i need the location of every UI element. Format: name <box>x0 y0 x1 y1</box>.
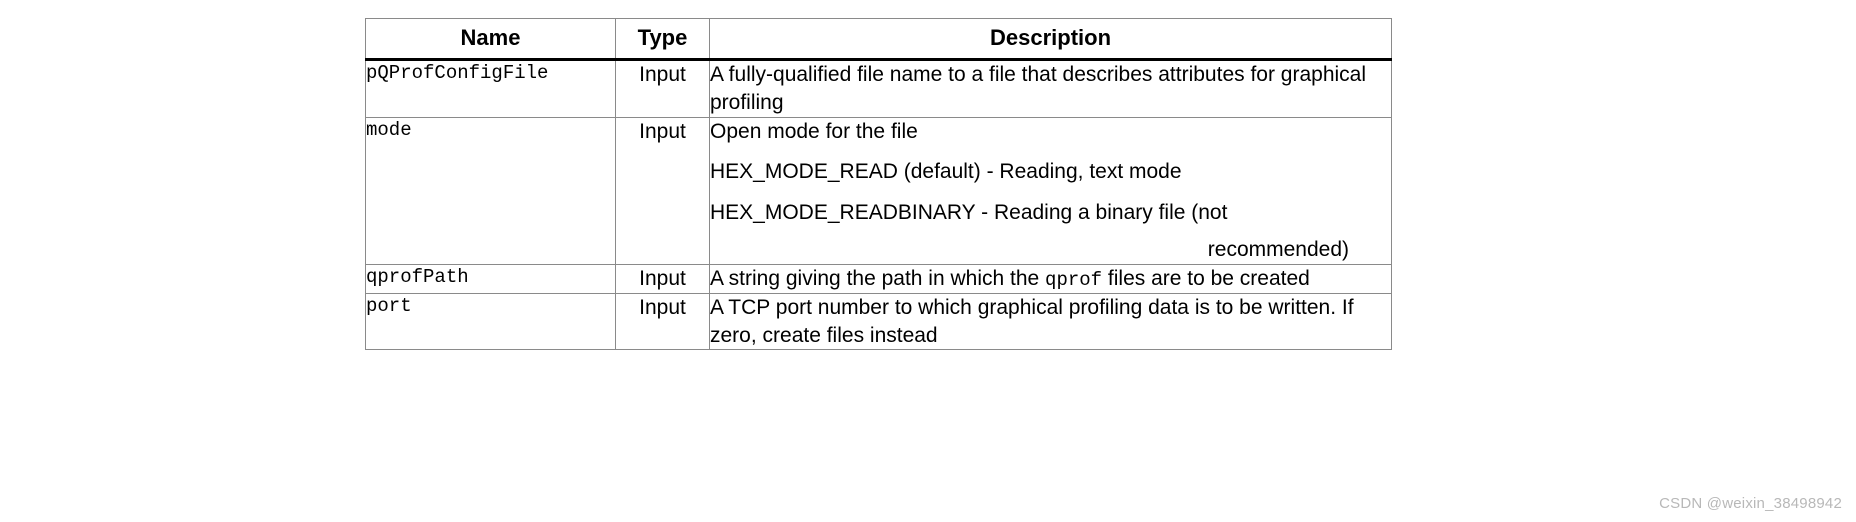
row-type: Input <box>615 263 710 294</box>
description-paragraph: HEX_MODE_READBINARY - Reading a binary f… <box>710 201 1228 225</box>
row-type: Input <box>615 116 710 265</box>
table-row: port Input A TCP port number to which gr… <box>365 292 1392 351</box>
description-paragraph: HEX_MODE_READ (default) - Reading, text … <box>710 160 1182 184</box>
row-type: Input <box>615 292 710 351</box>
description-paragraph: Open mode for the file <box>710 119 918 143</box>
table-header-row: Name Type Description <box>365 17 1392 62</box>
column-header-description: Description <box>709 17 1392 62</box>
column-header-name: Name <box>365 17 616 62</box>
row-name: pQProfConfigFile <box>365 59 616 118</box>
table-row: pQProfConfigFile Input A fully-qualified… <box>365 59 1392 118</box>
description-paragraph: A string giving the path in which the qp… <box>710 265 1391 293</box>
table-header: Name Type Description <box>365 17 1392 62</box>
row-name: qprofPath <box>365 263 616 294</box>
row-name: mode <box>365 116 616 265</box>
parameter-table-container: Name Type Description pQProfConfigFile I… <box>365 17 1392 351</box>
row-name: port <box>365 292 616 351</box>
row-type: Input <box>615 59 710 118</box>
description-text-after-code: files are to be created <box>1102 266 1310 290</box>
parameter-table: Name Type Description pQProfConfigFile I… <box>365 17 1392 351</box>
inline-code-qprof: qprof <box>1045 268 1103 291</box>
row-description: A TCP port number to which graphical pro… <box>709 292 1392 351</box>
csdn-watermark: CSDN @weixin_38498942 <box>1659 495 1842 512</box>
row-description: Open mode for the file HEX_MODE_READ (de… <box>709 116 1392 265</box>
table-row: mode Input Open mode for the file HEX_MO… <box>365 116 1392 265</box>
row-description: A fully-qualified file name to a file th… <box>709 59 1392 118</box>
description-text-before-code: A string giving the path in which the <box>710 266 1046 290</box>
description-paragraph: A fully-qualified file name to a file th… <box>710 63 1367 114</box>
table-row: qprofPath Input A string giving the path… <box>365 263 1392 294</box>
description-paragraph-continuation: recommended) <box>1207 237 1349 261</box>
table-body: pQProfConfigFile Input A fully-qualified… <box>365 59 1392 351</box>
description-paragraph: A TCP port number to which graphical pro… <box>710 295 1354 347</box>
column-header-type: Type <box>615 17 710 62</box>
row-description: A string giving the path in which the qp… <box>709 263 1392 294</box>
